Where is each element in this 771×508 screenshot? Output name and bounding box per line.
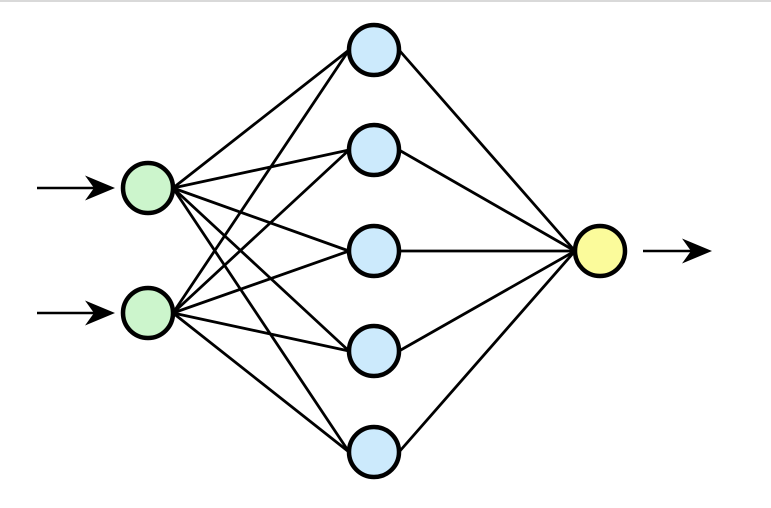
edge-input-1-hidden-3	[172, 186, 350, 253]
edge-input-1-hidden-4	[172, 186, 350, 353]
edge-input-1-hidden-5	[171, 187, 351, 453]
edge-input-2-hidden-5	[172, 311, 350, 454]
node-input-1	[120, 160, 176, 216]
edge-input-2-hidden-4	[172, 311, 350, 353]
edge-hidden-1-output-1	[397, 49, 577, 252]
node-hidden-3	[346, 223, 402, 279]
input-arrow-2-head	[85, 300, 115, 326]
node-input-2	[120, 285, 176, 341]
node-output-1	[572, 223, 628, 279]
node-hidden-5	[346, 424, 402, 480]
node-hidden-2	[346, 122, 402, 178]
node-hidden-1	[346, 22, 402, 78]
node-hidden-4	[346, 323, 402, 379]
edge-hidden-4-output-1	[398, 249, 576, 353]
edge-input-2-hidden-2	[172, 148, 350, 315]
edge-input-1-hidden-2	[172, 148, 350, 190]
edge-input-2-hidden-3	[172, 249, 350, 315]
output-arrow-head	[682, 238, 712, 264]
edge-input-1-hidden-1	[172, 48, 350, 190]
edge-input-2-hidden-1	[171, 49, 351, 314]
edge-hidden-5-output-1	[397, 250, 577, 453]
edge-hidden-2-output-1	[398, 148, 576, 253]
top-border-line	[0, 0, 771, 2]
input-arrow-1-head	[85, 175, 115, 201]
